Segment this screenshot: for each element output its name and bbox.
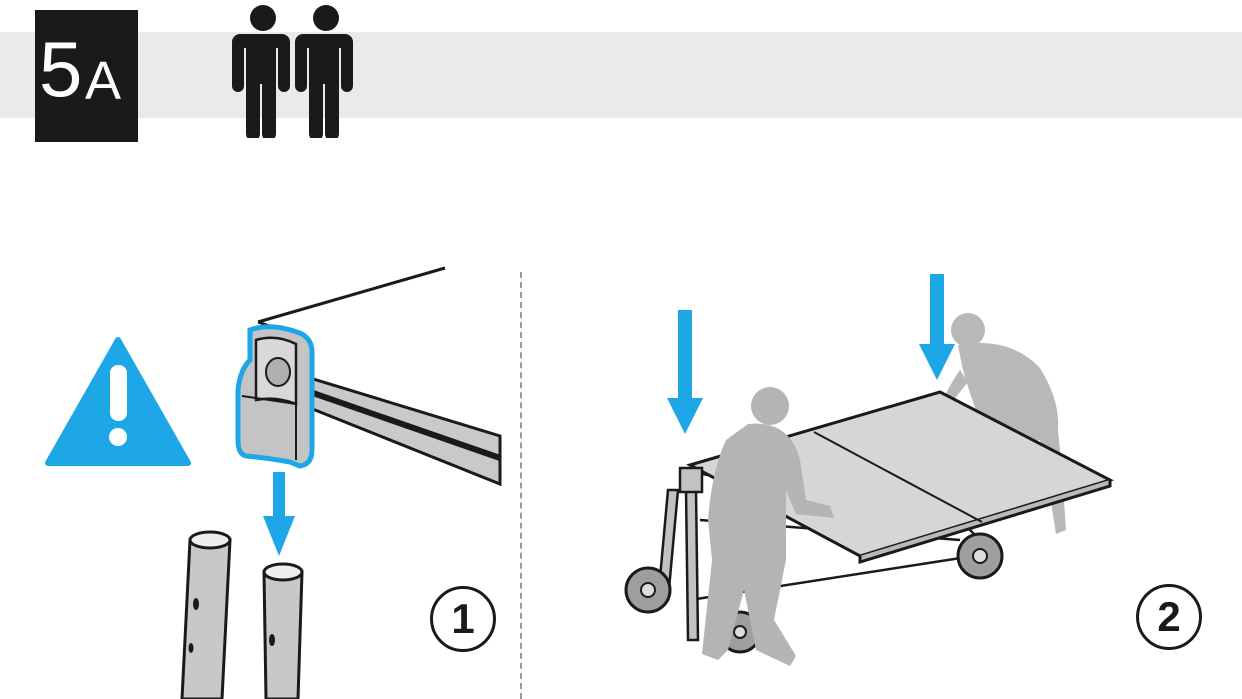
panel-1-illustration bbox=[45, 266, 502, 699]
down-arrow-icon bbox=[667, 274, 955, 434]
table-top bbox=[686, 390, 1114, 565]
person-right bbox=[944, 313, 1066, 534]
table-legs bbox=[180, 530, 304, 699]
frame-left bbox=[656, 466, 704, 642]
wheel-right bbox=[956, 532, 1004, 580]
person-left bbox=[702, 387, 834, 666]
panel-divider bbox=[520, 272, 522, 699]
wheel-left-2 bbox=[718, 610, 762, 654]
wheel-left-1 bbox=[624, 566, 672, 614]
step-callout-1: 1 bbox=[430, 586, 496, 652]
corner-bracket bbox=[235, 324, 315, 469]
warning-icon bbox=[45, 337, 191, 466]
step-badge: 5 A bbox=[35, 10, 138, 142]
step-letter: A bbox=[85, 51, 122, 111]
step-number: 5 bbox=[39, 25, 82, 113]
table-frame bbox=[679, 468, 1001, 602]
header-band bbox=[0, 32, 1242, 118]
two-people-icon bbox=[232, 5, 353, 138]
step-callout-2: 2 bbox=[1136, 584, 1202, 650]
down-arrow-icon bbox=[263, 472, 295, 556]
